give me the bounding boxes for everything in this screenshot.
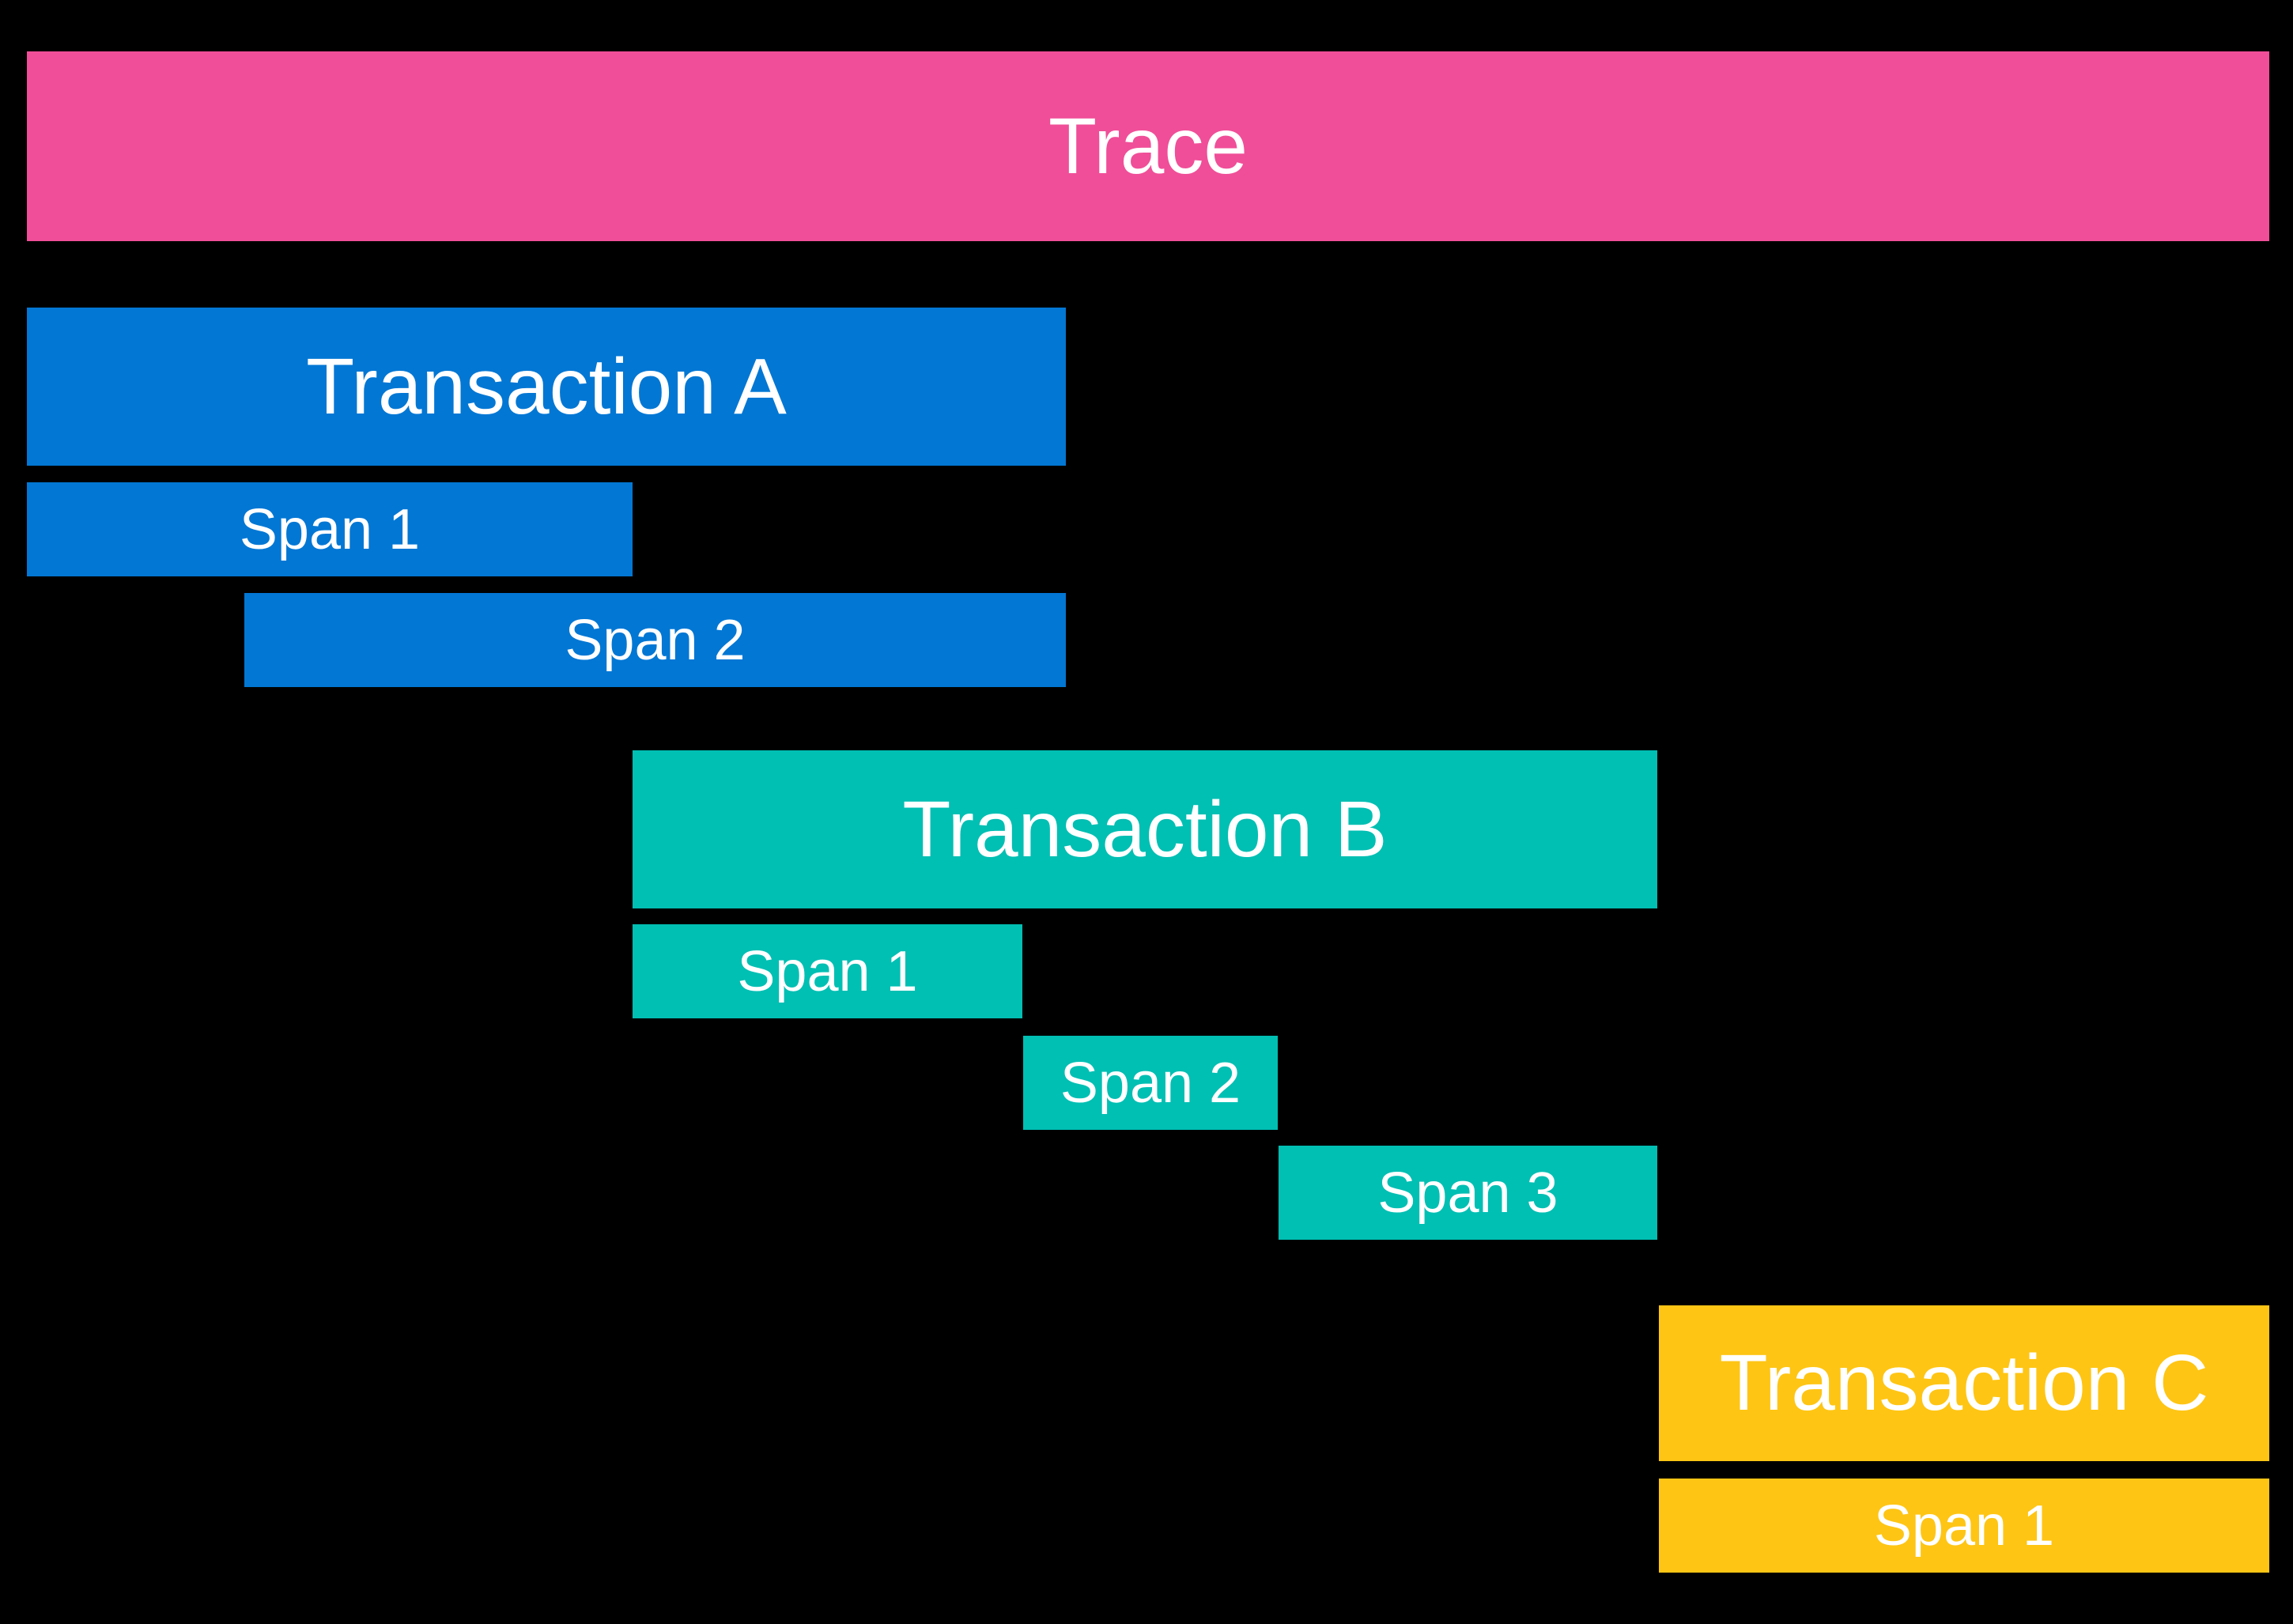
trace-label: Trace bbox=[1048, 101, 1248, 191]
transaction-b-span-3-label: Span 3 bbox=[1377, 1161, 1558, 1225]
transaction-b-span-3-bar: Span 3 bbox=[1279, 1146, 1657, 1240]
transaction-b-span-1-bar: Span 1 bbox=[633, 924, 1022, 1018]
transaction-b-span-2-label: Span 2 bbox=[1060, 1051, 1241, 1115]
transaction-a-label: Transaction A bbox=[306, 342, 787, 431]
transaction-b-label: Transaction B bbox=[902, 784, 1388, 874]
transaction-b-bar: Transaction B bbox=[633, 750, 1657, 908]
transaction-c-span-1-bar: Span 1 bbox=[1659, 1479, 2269, 1573]
trace-bar: Trace bbox=[27, 51, 2269, 241]
transaction-a-span-2-label: Span 2 bbox=[565, 608, 746, 672]
transaction-c-label: Transaction C bbox=[1719, 1339, 2209, 1427]
transaction-a-span-2-bar: Span 2 bbox=[244, 593, 1066, 687]
transaction-b-span-2-bar: Span 2 bbox=[1023, 1036, 1278, 1130]
transaction-a-span-1-label: Span 1 bbox=[239, 497, 421, 561]
transaction-c-bar: Transaction C bbox=[1659, 1305, 2269, 1461]
transaction-b-span-1-label: Span 1 bbox=[737, 939, 918, 1003]
transaction-a-span-1-bar: Span 1 bbox=[27, 482, 633, 576]
transaction-c-span-1-label: Span 1 bbox=[1873, 1494, 2055, 1558]
transaction-a-bar: Transaction A bbox=[27, 308, 1066, 466]
